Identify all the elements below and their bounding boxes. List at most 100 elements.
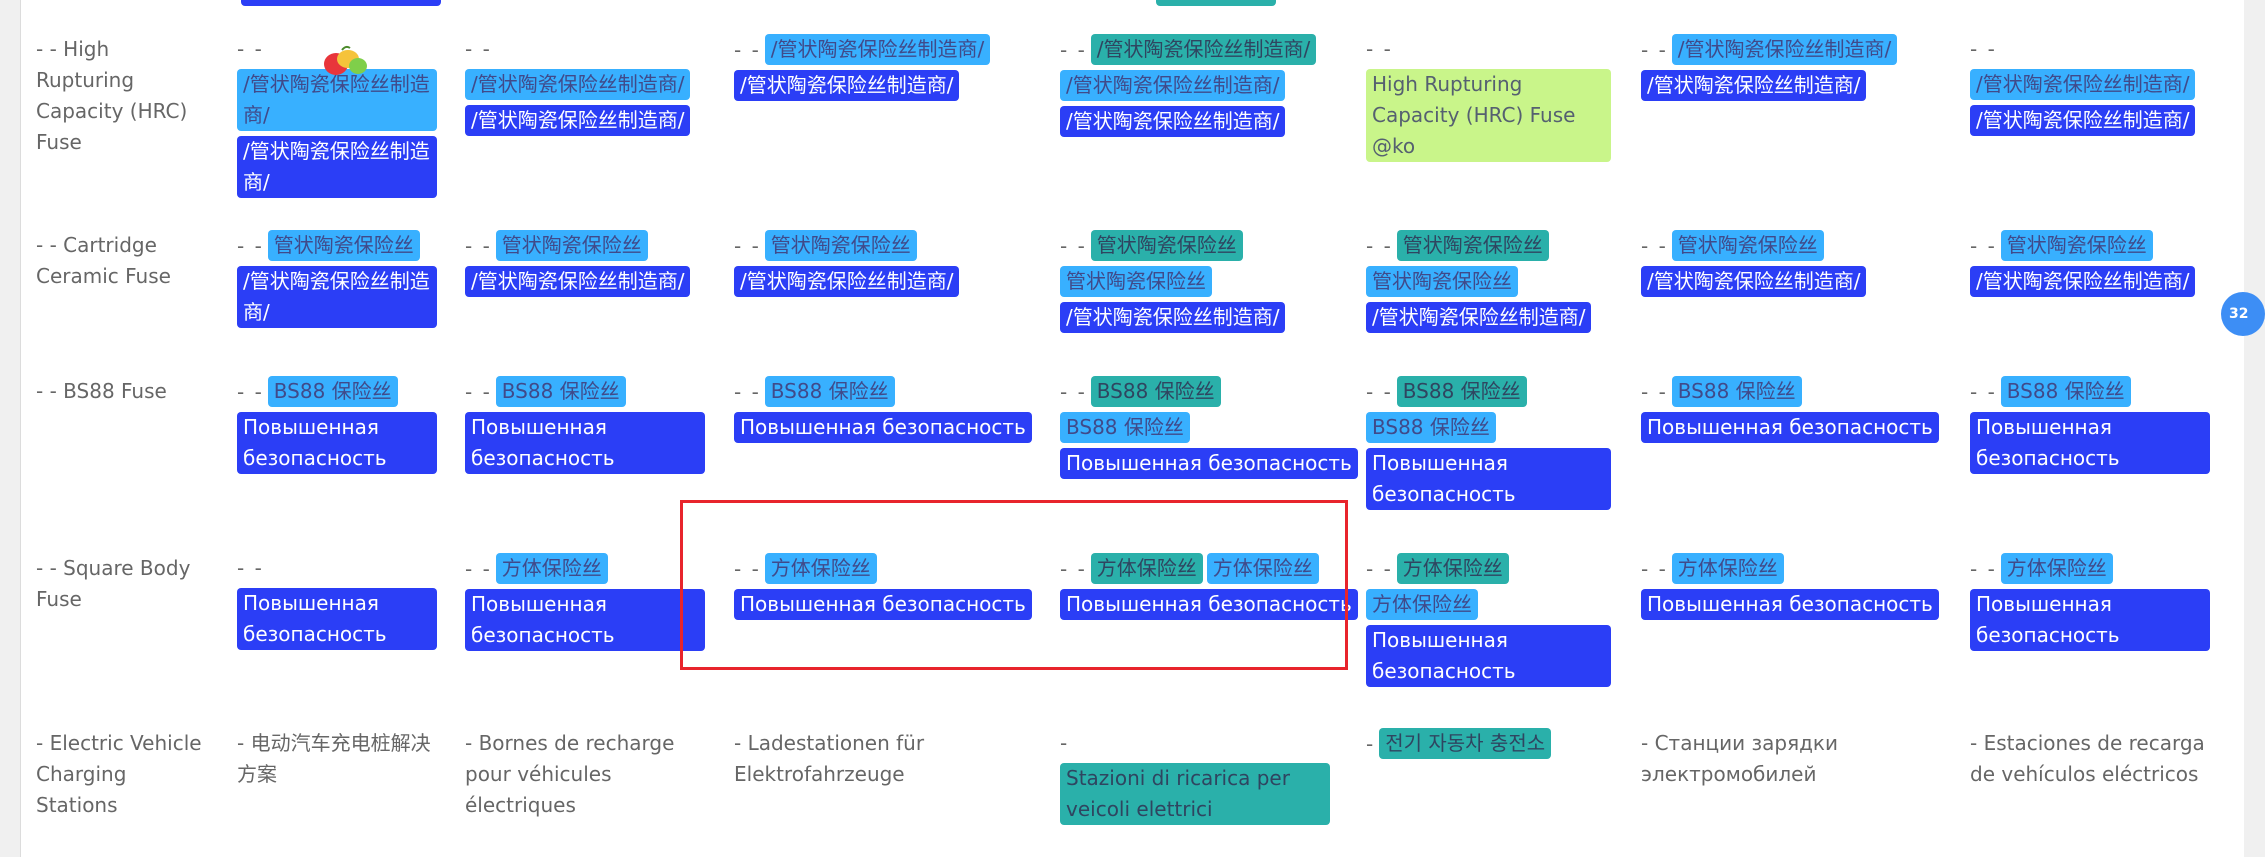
- translation-tag[interactable]: BS88 保险丝: [1396, 376, 1527, 407]
- translation-tag[interactable]: Повышенная безопасность: [1060, 448, 1358, 479]
- dash-marker: - -: [1366, 556, 1393, 581]
- translation-tag[interactable]: /管状陶瓷保险丝制造商/: [1970, 105, 2196, 136]
- dash-marker: - -: [237, 379, 264, 404]
- table-cell: - -方体保险丝 Повышенная безопасность: [1641, 553, 1939, 620]
- dash-marker: - -: [1641, 379, 1668, 404]
- translation-tag[interactable]: /管状陶瓷保险丝制造商/: [1970, 266, 2196, 297]
- translation-tag[interactable]: 管状陶瓷保险丝: [764, 230, 917, 261]
- translation-tag[interactable]: High Rupturing Capacity (HRC) Fuse @ko: [1366, 69, 1611, 162]
- table-cell: - -/管状陶瓷保险丝制造商//管状陶瓷保险丝制造商/: [1641, 34, 1911, 101]
- translation-tag[interactable]: /管状陶瓷保险丝制造商/: [465, 105, 691, 136]
- row-label: - - Square Body Fuse: [36, 556, 191, 611]
- translation-tag[interactable]: 方体保险丝: [2000, 553, 2113, 584]
- translation-tag[interactable]: 方体保险丝: [495, 553, 608, 584]
- translation-tag[interactable]: BS88 保险丝: [1671, 376, 1802, 407]
- translation-tag[interactable]: 方体保险丝: [764, 553, 877, 584]
- translation-tag[interactable]: /管状陶瓷保险丝制造商/: [1060, 70, 1286, 101]
- translation-tag[interactable]: /管状陶瓷保险丝制造商/: [465, 266, 691, 297]
- translation-tag[interactable]: Повышенная безопасность: [1970, 589, 2210, 651]
- dash-marker: - -: [734, 37, 761, 62]
- translation-tag[interactable]: BS88 保险丝: [2000, 376, 2131, 407]
- cell-first-line: - -BS88 保险丝: [1366, 376, 1527, 407]
- table-cell: - - /管状陶瓷保险丝制造商/ /管状陶瓷保险丝制造商/: [1970, 34, 2210, 136]
- cell-first-line: - -方体保险丝: [1970, 553, 2113, 584]
- translation-tag[interactable]: /管状陶瓷保险丝制造商/: [237, 69, 437, 131]
- translation-tag[interactable]: /管状陶瓷保险丝制造商/: [734, 70, 960, 101]
- translation-tag[interactable]: BS88 保险丝: [1366, 412, 1496, 443]
- translation-tag[interactable]: /管状陶瓷保险丝制造商/: [1090, 34, 1317, 65]
- dash-marker: - -: [1366, 379, 1393, 404]
- translation-tag[interactable]: 管状陶瓷保险丝: [1060, 266, 1212, 297]
- table-cell: - Estaciones de recarga de vehículos elé…: [1970, 728, 2210, 790]
- translation-tag[interactable]: 方体保险丝: [1090, 553, 1203, 584]
- translation-tag[interactable]: 管状陶瓷保险丝: [1366, 266, 1518, 297]
- dash-marker: - -: [1970, 556, 1997, 581]
- row-label: - - BS88 Fuse: [36, 379, 167, 403]
- translation-tag[interactable]: Повышенная безопасность: [734, 412, 1032, 443]
- translation-tag[interactable]: BS88 保险丝: [764, 376, 895, 407]
- translation-tag[interactable]: /管状陶瓷保险丝制造商/: [1641, 266, 1867, 297]
- dash-marker: - -: [1970, 37, 1997, 61]
- translation-tag[interactable]: Повышенная безопасность: [1970, 412, 2210, 474]
- cell-first-line: - -方体保险丝: [734, 553, 877, 584]
- dash-marker: - -: [1060, 37, 1087, 62]
- translation-tag[interactable]: 管状陶瓷保险丝: [267, 230, 420, 261]
- translation-tag[interactable]: /管状陶瓷保险丝制造商/: [764, 34, 991, 65]
- translation-tag[interactable]: 管状陶瓷保险丝: [1090, 230, 1243, 261]
- translation-tag[interactable]: Повышенная безопасность: [1641, 589, 1939, 620]
- translation-tag[interactable]: BS88 保险丝: [1060, 412, 1190, 443]
- translation-tag[interactable]: Повышенная безопасность: [237, 412, 437, 474]
- translation-tag[interactable]: Повышенная безопасность: [734, 589, 1032, 620]
- dash-marker: -: [1366, 731, 1376, 756]
- translation-tag[interactable]: 管状陶瓷保险丝: [495, 230, 648, 261]
- translation-tag[interactable]: 管状陶瓷保险丝: [2000, 230, 2153, 261]
- translation-tag[interactable]: /管状陶瓷保险丝制造商/: [1970, 69, 2196, 100]
- translation-tag[interactable]: /管状陶瓷保险丝制造商/: [1060, 302, 1286, 333]
- dash-marker: - -: [465, 233, 492, 258]
- table-cell: - Bornes de recharge pour véhicules élec…: [465, 728, 705, 821]
- dash-marker: - -: [1060, 556, 1087, 581]
- translation-tag[interactable]: Повышенная безопасность: [1641, 412, 1939, 443]
- translation-tag[interactable]: /管状陶瓷保险丝制造商/: [237, 266, 437, 328]
- translation-tag[interactable]: 方体保险丝: [1366, 589, 1478, 620]
- translation-tag[interactable]: /管状陶瓷保险丝制造商/: [237, 136, 437, 198]
- translation-tag[interactable]: /管状陶瓷保险丝制造商/: [465, 69, 691, 100]
- dash-marker: - -: [1060, 379, 1087, 404]
- translation-tag[interactable]: Повышенная безопасность: [1366, 625, 1611, 687]
- translation-tag[interactable]: Stazioni di ricarica per veicoli elettri…: [1060, 763, 1330, 825]
- translation-tag[interactable]: 管状陶瓷保险丝: [1671, 230, 1824, 261]
- translation-tag[interactable]: Повышенная безопасность: [1366, 448, 1611, 510]
- translation-tag[interactable]: 方体保险丝: [1671, 553, 1784, 584]
- translation-tag[interactable]: /管状陶瓷保险丝制造商/: [1060, 106, 1286, 137]
- translation-tag[interactable]: Повышенная безопасность: [237, 588, 437, 650]
- cell-first-line: - -管状陶瓷保险丝: [1970, 230, 2153, 261]
- translation-tag[interactable]: Повышенная безопасность: [1060, 589, 1358, 620]
- translation-tag[interactable]: Повышенная безопасность: [465, 589, 705, 651]
- translation-tag[interactable]: /管状陶瓷保险丝制造商/: [1366, 302, 1592, 333]
- cell-first-line: - -方体保险丝: [1641, 553, 1784, 584]
- cell-first-line: -: [1060, 728, 1069, 758]
- dash-marker: - -: [237, 556, 264, 580]
- translation-tag[interactable]: /管状陶瓷保险丝制造商/: [1641, 70, 1867, 101]
- translation-tag[interactable]: 管状陶瓷保险丝: [1396, 230, 1549, 261]
- table-cell: - -管状陶瓷保险丝/管状陶瓷保险丝制造商/: [734, 230, 1004, 297]
- translation-tag[interactable]: Повышенная безопасность: [465, 412, 705, 474]
- translation-tag[interactable]: BS88 保险丝: [1090, 376, 1221, 407]
- table-cell: - -/管状陶瓷保险丝制造商//管状陶瓷保险丝制造商//管状陶瓷保险丝制造商/: [1060, 34, 1330, 137]
- table-cell: - -管状陶瓷保险丝/管状陶瓷保险丝制造商/: [1641, 230, 1911, 297]
- translation-tag[interactable]: 전기 자동차 충전소: [1379, 728, 1552, 759]
- translation-tag[interactable]: BS88 保险丝: [495, 376, 626, 407]
- dash-marker: - -: [237, 37, 264, 61]
- translation-tag[interactable]: /管状陶瓷保险丝制造商/: [734, 266, 960, 297]
- cell-first-line: - -: [465, 34, 492, 64]
- translation-tag[interactable]: /管状陶瓷保险丝制造商/: [1671, 34, 1898, 65]
- table-cell: - - Повышенная безопасность: [237, 553, 437, 650]
- table-cell: - Станции зарядки электромобилей: [1641, 728, 1911, 790]
- translation-tag[interactable]: 方体保险丝: [1206, 553, 1319, 584]
- translation-tag[interactable]: BS88 保险丝: [267, 376, 398, 407]
- translation-tag[interactable]: 方体保险丝: [1396, 553, 1509, 584]
- side-badge[interactable]: 32: [2221, 292, 2265, 336]
